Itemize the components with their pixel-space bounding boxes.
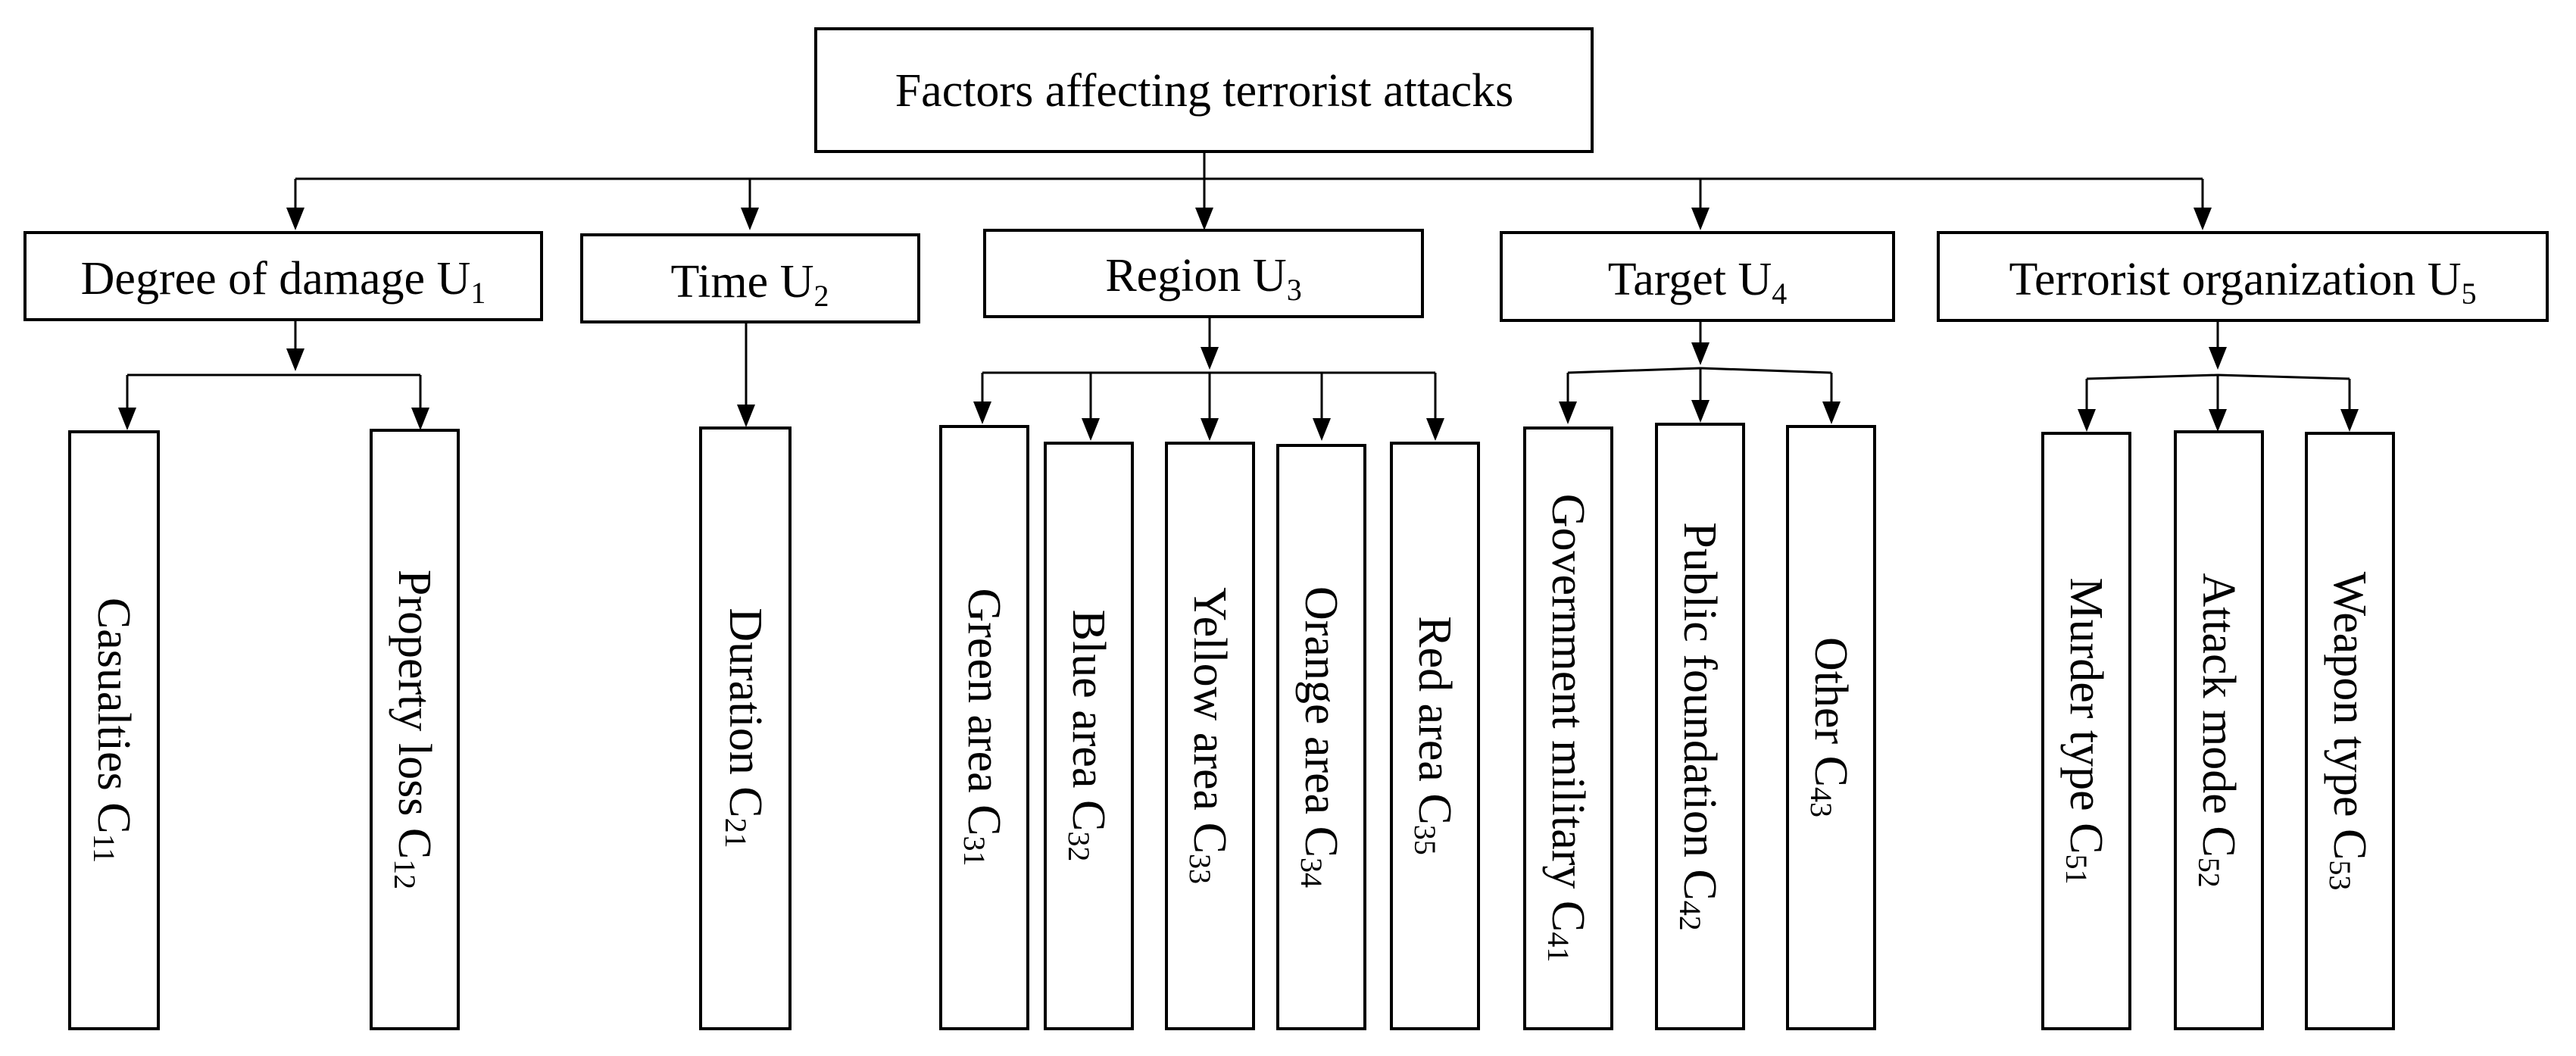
item-label-43: Other C43 <box>1805 637 1857 817</box>
arrowhead-item-35 <box>1426 418 1444 441</box>
factor-box-2 <box>580 233 920 323</box>
connector-factor-5-bus-right <box>2217 373 2350 380</box>
arrowhead-factor-4 <box>1691 208 1710 230</box>
item-box-41 <box>1523 426 1613 1030</box>
factor-label-3: Region U3 <box>1105 250 1301 307</box>
factor-node-2: Time U2 <box>580 233 920 323</box>
item-box-33 <box>1165 442 1255 1030</box>
factor-node-1: Degree of damage U1 <box>23 231 543 321</box>
factor-box-3 <box>983 229 1424 318</box>
item-node-35: Red area C35 <box>1390 442 1480 1030</box>
item-box-35 <box>1390 442 1480 1030</box>
item-node-32: Blue area C32 <box>1044 442 1134 1030</box>
item-node-33: Yellow area C33 <box>1165 442 1255 1030</box>
item-node-34: Orange area C34 <box>1276 444 1366 1030</box>
item-box-31 <box>939 425 1029 1030</box>
item-label-42: Public foundation C42 <box>1674 522 1726 930</box>
item-node-21: Duration C21 <box>699 426 792 1030</box>
arrowhead-item-11 <box>118 408 136 430</box>
factor-box-4 <box>1500 231 1895 322</box>
item-label-51: Murder type C51 <box>2060 577 2112 884</box>
arrowhead-factor-3 <box>1195 208 1213 230</box>
item-label-12: Property loss C12 <box>389 570 441 889</box>
item-box-32 <box>1044 442 1134 1030</box>
item-label-21: Duration C21 <box>720 608 772 848</box>
item-box-42 <box>1655 423 1745 1030</box>
arrowhead-item-41 <box>1559 401 1577 424</box>
connector-factor-5-bus-left <box>2086 373 2218 380</box>
arrowhead-factor-5-trunk <box>2209 347 2227 370</box>
item-node-42: Public foundation C42 <box>1655 423 1745 1030</box>
arrowhead-item-51 <box>2078 409 2096 432</box>
item-box-11 <box>68 430 160 1030</box>
factor-node-4: Target U4 <box>1500 231 1895 322</box>
item-node-41: Government military C41 <box>1523 426 1613 1030</box>
arrowhead-item-21 <box>737 405 755 427</box>
item-node-52: Attack mode C52 <box>2174 430 2264 1030</box>
connector-factor-4-bus-left <box>1567 367 1701 374</box>
item-box-12 <box>370 429 460 1030</box>
arrowhead-item-53 <box>2340 409 2359 432</box>
factor-label-5: Terrorist organization U5 <box>2009 254 2476 311</box>
factor-node-5: Terrorist organization U5 <box>1937 231 2549 322</box>
item-box-53 <box>2305 432 2395 1030</box>
arrowhead-factor-1-trunk <box>286 348 304 371</box>
arrowhead-item-12 <box>411 408 429 430</box>
factor-label-4: Target U4 <box>1608 254 1788 311</box>
arrowhead-item-42 <box>1691 400 1710 423</box>
item-node-12: Property loss C12 <box>370 429 460 1030</box>
item-box-52 <box>2174 430 2264 1030</box>
item-label-11: Casualties C11 <box>88 598 140 863</box>
arrowhead-item-31 <box>973 401 991 424</box>
factor-box-1 <box>23 231 543 321</box>
arrowhead-item-52 <box>2209 409 2227 432</box>
item-label-35: Red area C35 <box>1409 616 1461 854</box>
item-label-33: Yellow area C33 <box>1184 587 1236 884</box>
item-label-52: Attack mode C52 <box>2193 573 2245 887</box>
item-node-51: Murder type C51 <box>2041 432 2131 1030</box>
item-label-31: Green area C31 <box>958 588 1010 866</box>
item-box-43 <box>1786 425 1876 1030</box>
item-box-51 <box>2041 432 2131 1030</box>
factor-node-3: Region U3 <box>983 229 1424 318</box>
arrowhead-item-34 <box>1313 418 1331 441</box>
item-box-21 <box>699 426 792 1030</box>
connector-factor-4-bus-right <box>1700 367 1832 374</box>
item-label-34: Orange area C34 <box>1295 586 1347 888</box>
item-node-31: Green area C31 <box>939 425 1029 1030</box>
factor-box-5 <box>1937 231 2549 322</box>
arrowhead-factor-2 <box>741 208 759 230</box>
arrowhead-factor-4-trunk <box>1691 342 1710 365</box>
item-node-53: Weapon type C53 <box>2305 432 2395 1030</box>
root-box <box>814 27 1594 153</box>
item-label-41: Government military C41 <box>1542 494 1594 963</box>
item-node-11: Casualties C11 <box>68 430 160 1030</box>
arrowhead-factor-5 <box>2194 208 2212 230</box>
arrowhead-item-43 <box>1822 401 1841 424</box>
item-box-34 <box>1276 444 1366 1030</box>
arrowhead-item-32 <box>1082 418 1100 441</box>
arrowhead-factor-3-trunk <box>1201 347 1219 370</box>
factor-label-2: Time U2 <box>671 256 829 313</box>
factor-label-1: Degree of damage U1 <box>81 253 486 310</box>
arrowhead-item-33 <box>1201 418 1219 441</box>
item-node-43: Other C43 <box>1786 425 1876 1030</box>
item-label-53: Weapon type C53 <box>2324 572 2376 891</box>
arrowhead-factor-1 <box>286 208 304 230</box>
item-label-32: Blue area C32 <box>1063 610 1115 862</box>
root-label: Factors affecting terrorist attacks <box>895 65 1514 117</box>
